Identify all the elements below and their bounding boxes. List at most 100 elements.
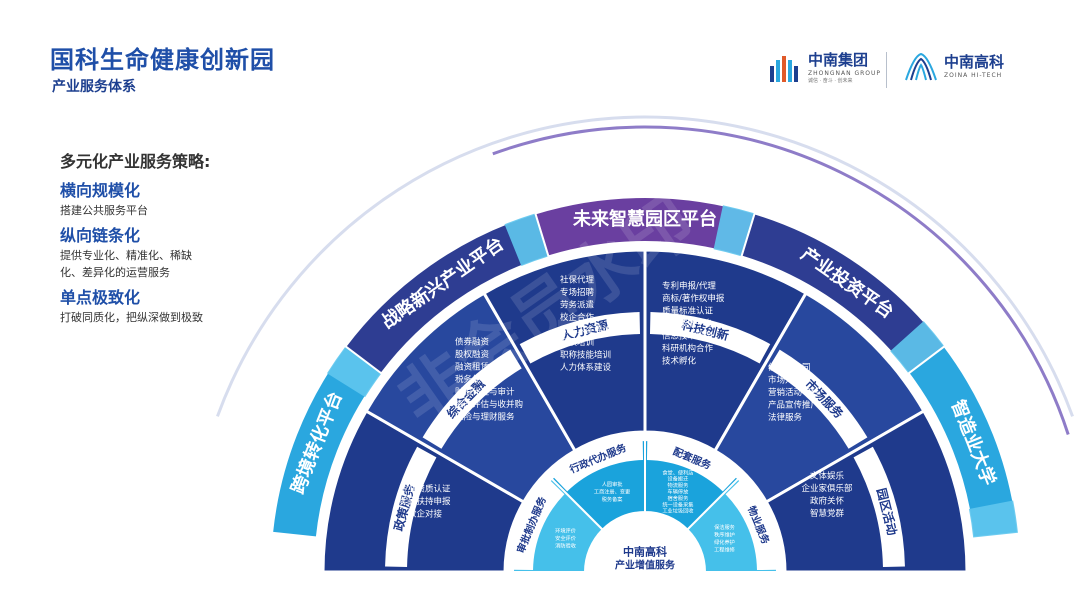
- platform-segment-accent: [504, 213, 549, 267]
- inner-sector-item: 工程维修: [714, 545, 736, 553]
- decorative-arc: [492, 125, 1070, 435]
- sector-item: 供应链协同: [768, 362, 811, 373]
- sector-item-list: 专利申报/代理商标/著作权申报质量标准认证公共技术平台信息技术服务科研机构合作技…: [662, 281, 725, 367]
- service-sector: [764, 408, 969, 574]
- gaoke-logo-cn: 中南高科: [944, 53, 1005, 71]
- gaoke-logo-en: ZOINA HI-TECH: [944, 72, 1003, 79]
- platform-segment-accent: [326, 346, 382, 398]
- center-title: 中南高科: [623, 545, 667, 559]
- strategy-item-title: 单点极致化: [60, 288, 141, 307]
- platform-segment: [907, 344, 1020, 539]
- inner-sector-item: 设备搬迁: [668, 475, 689, 483]
- sector-item: 企业资质认证: [399, 484, 451, 495]
- sector-label-band: [519, 312, 641, 364]
- sector-item: 政企对接: [408, 509, 443, 520]
- sector-item: 融资租赁: [455, 362, 490, 373]
- sector-item: 高端人才寻访: [560, 324, 612, 335]
- sector-item: 保险与理财服务: [455, 412, 515, 423]
- center-subtitle: 产业增值服务: [615, 559, 676, 572]
- sector-item: 企业家俱乐部: [801, 483, 853, 494]
- inner-sector-item: 物流服务: [668, 481, 689, 489]
- sector-item: 债券融资: [455, 337, 490, 348]
- sector-item: 社保代理: [560, 274, 595, 285]
- sector-label-band: [649, 312, 771, 364]
- decorative-arc: [216, 115, 1074, 417]
- sector-item: 市场对接: [768, 375, 803, 386]
- sector-item: 职称技能培训: [560, 349, 611, 360]
- sector-item: 质量标准认证: [662, 306, 714, 317]
- inner-sector-item: 工业垃圾回收: [662, 507, 693, 515]
- inner-sector-item: 绿化养护: [714, 538, 735, 546]
- inner-sector-item: 税务备案: [602, 495, 624, 503]
- strategy-item: 纵向链条化 提供专业化、精准化、稀缺化、差异化的运营服务: [60, 225, 300, 281]
- strategy-item-desc: 打破同质化，把纵深做到极致: [60, 311, 203, 324]
- sector-label-band: [768, 349, 868, 449]
- inner-sector-item: 秩序维护: [714, 530, 735, 538]
- sector-item: 商标/著作权申报: [662, 293, 725, 304]
- inner-sector-item: 保洁服务: [714, 523, 735, 531]
- sector-item: 财税代理与审计: [455, 387, 515, 398]
- gaoke-logo-icon: [905, 52, 937, 81]
- sector-item: 产品宣传推广: [768, 400, 819, 411]
- sector-item: 资产评估与收并购: [455, 399, 523, 410]
- zhongnan-logo: 中南集团 ZHONGNAN GROUP 诚信 · 奋斗 · 创未来: [768, 52, 881, 85]
- strategy-item: 单点极致化 打破同质化，把纵深做到极致: [60, 287, 300, 326]
- platform-segment-accent: [890, 321, 945, 374]
- platform-label: 未来智慧园区平台: [573, 208, 717, 230]
- strategy-item-title: 横向规模化: [60, 181, 141, 200]
- inner-label-band: [553, 440, 644, 492]
- inner-sector-item: 消防验收: [555, 542, 576, 550]
- sector-item: 专场招聘: [560, 287, 595, 298]
- sector-item: 信息技术服务: [662, 331, 714, 342]
- sector-item: 股权融资: [455, 349, 490, 360]
- strategy-heading: 多元化产业服务策略:: [60, 152, 211, 171]
- inner-sector-item: 工商注册、变更: [594, 488, 631, 496]
- sector-item: 智慧党群: [810, 508, 845, 519]
- sector-item: 文体娱乐: [810, 470, 845, 481]
- center-circle: [587, 514, 703, 572]
- sector-item: 税务优化: [455, 374, 490, 385]
- inner-sector-item: 车辆停放: [668, 488, 690, 496]
- sector-item: 专利申报/代理: [662, 281, 716, 292]
- platform-segment-accent: [968, 500, 1018, 538]
- zhongnan-logo-tagline: 诚信 · 奋斗 · 创未来: [808, 78, 853, 84]
- sector-label-band: [853, 446, 905, 568]
- sector-item: 科研机构合作: [662, 343, 714, 354]
- sector-item: 公共技术平台: [662, 318, 713, 329]
- inner-sector-item: 食堂、便利店: [662, 468, 693, 476]
- zhongnan-logo-en: ZHONGNAN GROUP: [808, 70, 882, 77]
- inner-label-band: [646, 440, 737, 492]
- sector-item: 劳务派遣: [560, 299, 595, 310]
- sector-item: 营销活动平台: [768, 387, 819, 398]
- inner-sector-item: 安全评价: [555, 534, 577, 542]
- inner-sector-item: 环境评价: [555, 527, 577, 535]
- page-title: 国科生命健康创新园: [50, 46, 275, 74]
- zhongnan-logo-icon: [770, 55, 798, 82]
- logo-divider: [886, 52, 887, 88]
- inner-sector-item: 人园审批: [602, 480, 623, 488]
- sector-item: 技术孵化: [662, 356, 697, 367]
- inner-label-band: [725, 480, 777, 571]
- sector-item: 奖励扶持申报: [399, 496, 451, 507]
- sector-label-band: [422, 349, 522, 449]
- sector-item: 法律服务: [768, 412, 803, 423]
- sector-item: 校企合作: [560, 312, 595, 323]
- gaoke-logo: 中南高科 ZOINA HI-TECH: [904, 52, 1004, 82]
- strategy-item: 横向规模化 搭建公共服务平台: [60, 180, 300, 219]
- sector-item: 人力体系建设: [560, 362, 612, 373]
- strategy-item-desc: 搭建公共服务平台: [60, 204, 148, 217]
- inner-label-band: [513, 480, 565, 571]
- inner-sector-item: 统一设备采集: [662, 500, 694, 508]
- zhongnan-logo-cn: 中南集团: [808, 51, 869, 69]
- sector-item: 专项培训: [560, 337, 594, 348]
- strategy-item-desc: 提供专业化、精准化、稀缺化、差异化的运营服务: [60, 249, 192, 279]
